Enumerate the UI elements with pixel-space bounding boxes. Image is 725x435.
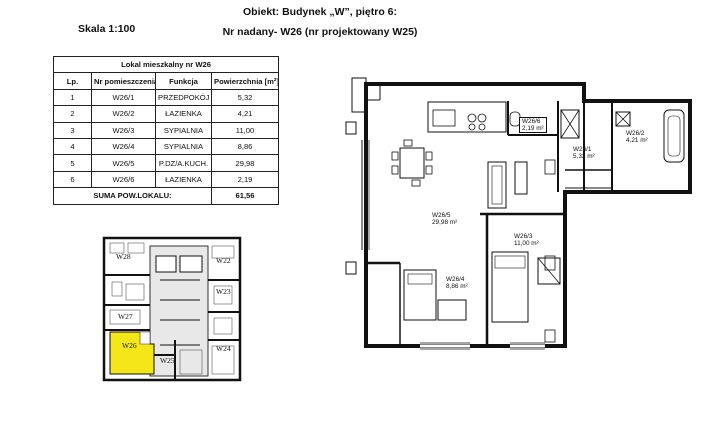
cell-area: 4,21 [210, 105, 280, 123]
pillar [351, 77, 367, 113]
cell-function: P.DZ/A.KUCH. [155, 154, 212, 172]
room-area: 2,19 m² [522, 125, 544, 132]
cell-function: SYPIALNIA [155, 121, 212, 139]
elevator-block [179, 255, 203, 273]
table-row: 5 W26/5 P.DZ/A.KUCH. 29,98 [53, 154, 280, 172]
cell-room: W26/1 [91, 88, 156, 107]
room-area: 11,00 m² [514, 240, 539, 247]
cell-function: ŁAZIENKA [155, 170, 212, 189]
cell-room: W26/6 [91, 170, 156, 189]
table-row: 1 W26/1 PRZEDPOKÓJ 5,32 [53, 88, 280, 107]
room-label-w26-1: W26/1 5,32 m² [573, 146, 595, 160]
room-id: W26/5 [432, 212, 451, 219]
unit-number-title: Nr nadany- W26 (nr projektowany W25) [222, 26, 418, 38]
room-id: W26/3 [514, 233, 533, 240]
object-title: Obiekt: Budynek „W”, piętro 6: [242, 6, 397, 18]
unit-label-w24: W24 [216, 344, 231, 353]
cell-room: W26/3 [91, 121, 156, 139]
cell-area: 2,19 [210, 170, 280, 189]
room-label-w26-5: W26/5 29,98 m² [432, 212, 457, 226]
cell-area: 8,86 [210, 137, 280, 156]
table-sum-row: SUMA POW.LOKALU: 61,56 [53, 187, 280, 205]
cell-lp: 6 [53, 170, 92, 189]
room-label-w26-4: W26/4 8,86 m² [446, 276, 468, 290]
room-area: 5,32 m² [573, 153, 595, 160]
col-area: Powierzchnia [m²] [210, 72, 280, 90]
table-header-row: Lp. Nr pomieszczenia Funkcja Powierzchni… [53, 72, 280, 90]
cell-function: SYPIALNIA [155, 137, 212, 156]
table-caption-row: Lokal mieszkalny nr W26 [52, 55, 280, 74]
rooms-table: Lokal mieszkalny nr W26 Lp. Nr pomieszcz… [52, 55, 280, 205]
room-id: W26/6 [522, 118, 541, 125]
table-row: 4 W26/4 SYPIALNIA 8,86 [53, 137, 280, 156]
cell-lp: 2 [53, 105, 92, 123]
building-core [149, 245, 209, 377]
cell-lp: 3 [53, 121, 92, 139]
stair-block [155, 255, 177, 273]
room-area: 4,21 m² [626, 137, 648, 144]
cell-lp: 4 [53, 137, 92, 156]
unit-label-w28: W28 [116, 252, 131, 261]
cell-room: W26/5 [91, 154, 156, 172]
room-label-w26-3: W26/3 11,00 m² [514, 233, 539, 247]
cell-function: ŁAZIENKA [155, 105, 212, 123]
col-room-number: Nr pomieszczenia [91, 72, 156, 90]
unit-highlight [109, 331, 155, 375]
col-lp: Lp. [53, 72, 92, 90]
table-row: 3 W26/3 SYPIALNIA 11,00 [53, 121, 280, 139]
room-id: W26/4 [446, 276, 465, 283]
room-label-w26-6: W26/6 2,19 m² [519, 117, 547, 133]
unit-label-w22: W22 [216, 256, 231, 265]
unit-label-w25: W25 [160, 356, 175, 365]
room-id: W26/2 [626, 130, 645, 137]
table-row: 6 W26/6 ŁAZIENKA 2,19 [53, 170, 280, 189]
room-id: W26/1 [573, 146, 592, 153]
cell-area: 29,98 [210, 154, 280, 172]
cell-room: W26/4 [91, 137, 156, 156]
sum-value: 61,56 [210, 187, 280, 205]
unit-label-w23: W23 [216, 287, 231, 296]
cell-room: W26/2 [91, 105, 156, 123]
scale-label: Skala 1:100 [78, 23, 136, 35]
room-area: 8,86 m² [446, 283, 468, 290]
room-area: 29,98 m² [432, 219, 458, 226]
cell-area: 5,32 [210, 88, 280, 107]
table-caption: Lokal mieszkalny nr W26 [52, 55, 280, 74]
cell-function: PRZEDPOKÓJ [155, 88, 212, 107]
cell-lp: 1 [53, 88, 92, 107]
unit-label-w27: W27 [118, 312, 133, 321]
col-function: Funkcja [155, 72, 212, 90]
unit-label-w26: W26 [122, 341, 137, 350]
sum-label: SUMA POW.LOKALU: [53, 187, 212, 205]
cell-area: 11,00 [210, 121, 280, 139]
table-row: 2 W26/2 ŁAZIENKA 4,21 [53, 105, 280, 123]
room-label-w26-2: W26/2 4,21 m² [626, 130, 648, 144]
cell-lp: 5 [53, 154, 92, 172]
